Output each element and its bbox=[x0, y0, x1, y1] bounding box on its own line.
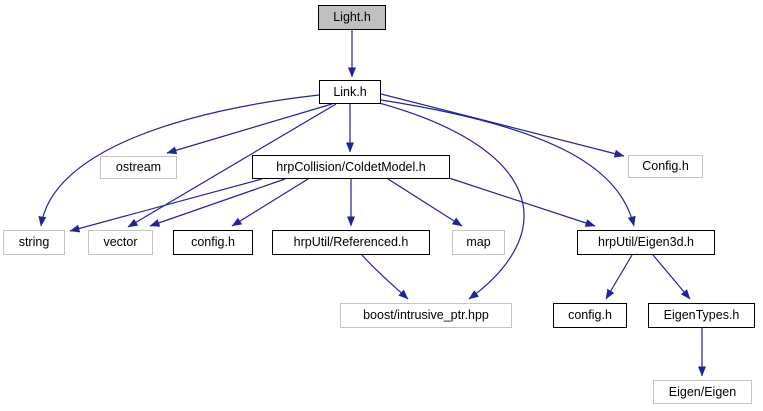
node-vector: vector bbox=[88, 230, 153, 255]
edge-link-to-config-top bbox=[380, 93, 625, 158]
edge-link-to-ostream bbox=[166, 103, 333, 155]
node-ostream: ostream bbox=[100, 156, 177, 179]
node-eigen-eigen: Eigen/Eigen bbox=[653, 380, 752, 404]
node-hrputil-eigen3d-h[interactable]: hrpUtil/Eigen3d.h bbox=[577, 230, 715, 255]
node-light-h: Light.h bbox=[318, 5, 386, 30]
node-hrpcollision-coldetmodel-h[interactable]: hrpCollision/ColdetModel.h bbox=[252, 155, 450, 179]
node-config-h-mid[interactable]: config.h bbox=[173, 230, 253, 255]
node-config-h-bot[interactable]: config.h bbox=[553, 303, 627, 328]
edge-coldet-to-vector bbox=[149, 178, 286, 227]
node-string: string bbox=[3, 230, 65, 255]
node-eigentypes-h[interactable]: EigenTypes.h bbox=[648, 303, 755, 328]
edge-coldet-to-map bbox=[387, 178, 463, 227]
edge-eigen3d-to-config-bot bbox=[605, 254, 633, 300]
edge-link-to-eigen3d bbox=[380, 99, 636, 227]
node-link-h[interactable]: Link.h bbox=[319, 80, 381, 104]
edge-referenced-to-boost bbox=[361, 254, 409, 300]
node-hrputil-referenced-h[interactable]: hrpUtil/Referenced.h bbox=[272, 230, 430, 255]
edge-coldet-to-eigen3d bbox=[448, 177, 596, 227]
node-boost-intrusive-ptr-hpp: boost/intrusive_ptr.hpp bbox=[340, 303, 512, 328]
node-config-h-top: Config.h bbox=[628, 155, 703, 178]
edge-coldet-to-string bbox=[69, 178, 263, 233]
edge-eigen3d-to-eigentypes bbox=[652, 254, 691, 300]
node-map: map bbox=[452, 230, 505, 255]
edge-link-to-boost bbox=[378, 102, 525, 300]
edge-coldet-to-config-mid bbox=[231, 178, 309, 227]
edge-link-to-string bbox=[38, 94, 320, 227]
